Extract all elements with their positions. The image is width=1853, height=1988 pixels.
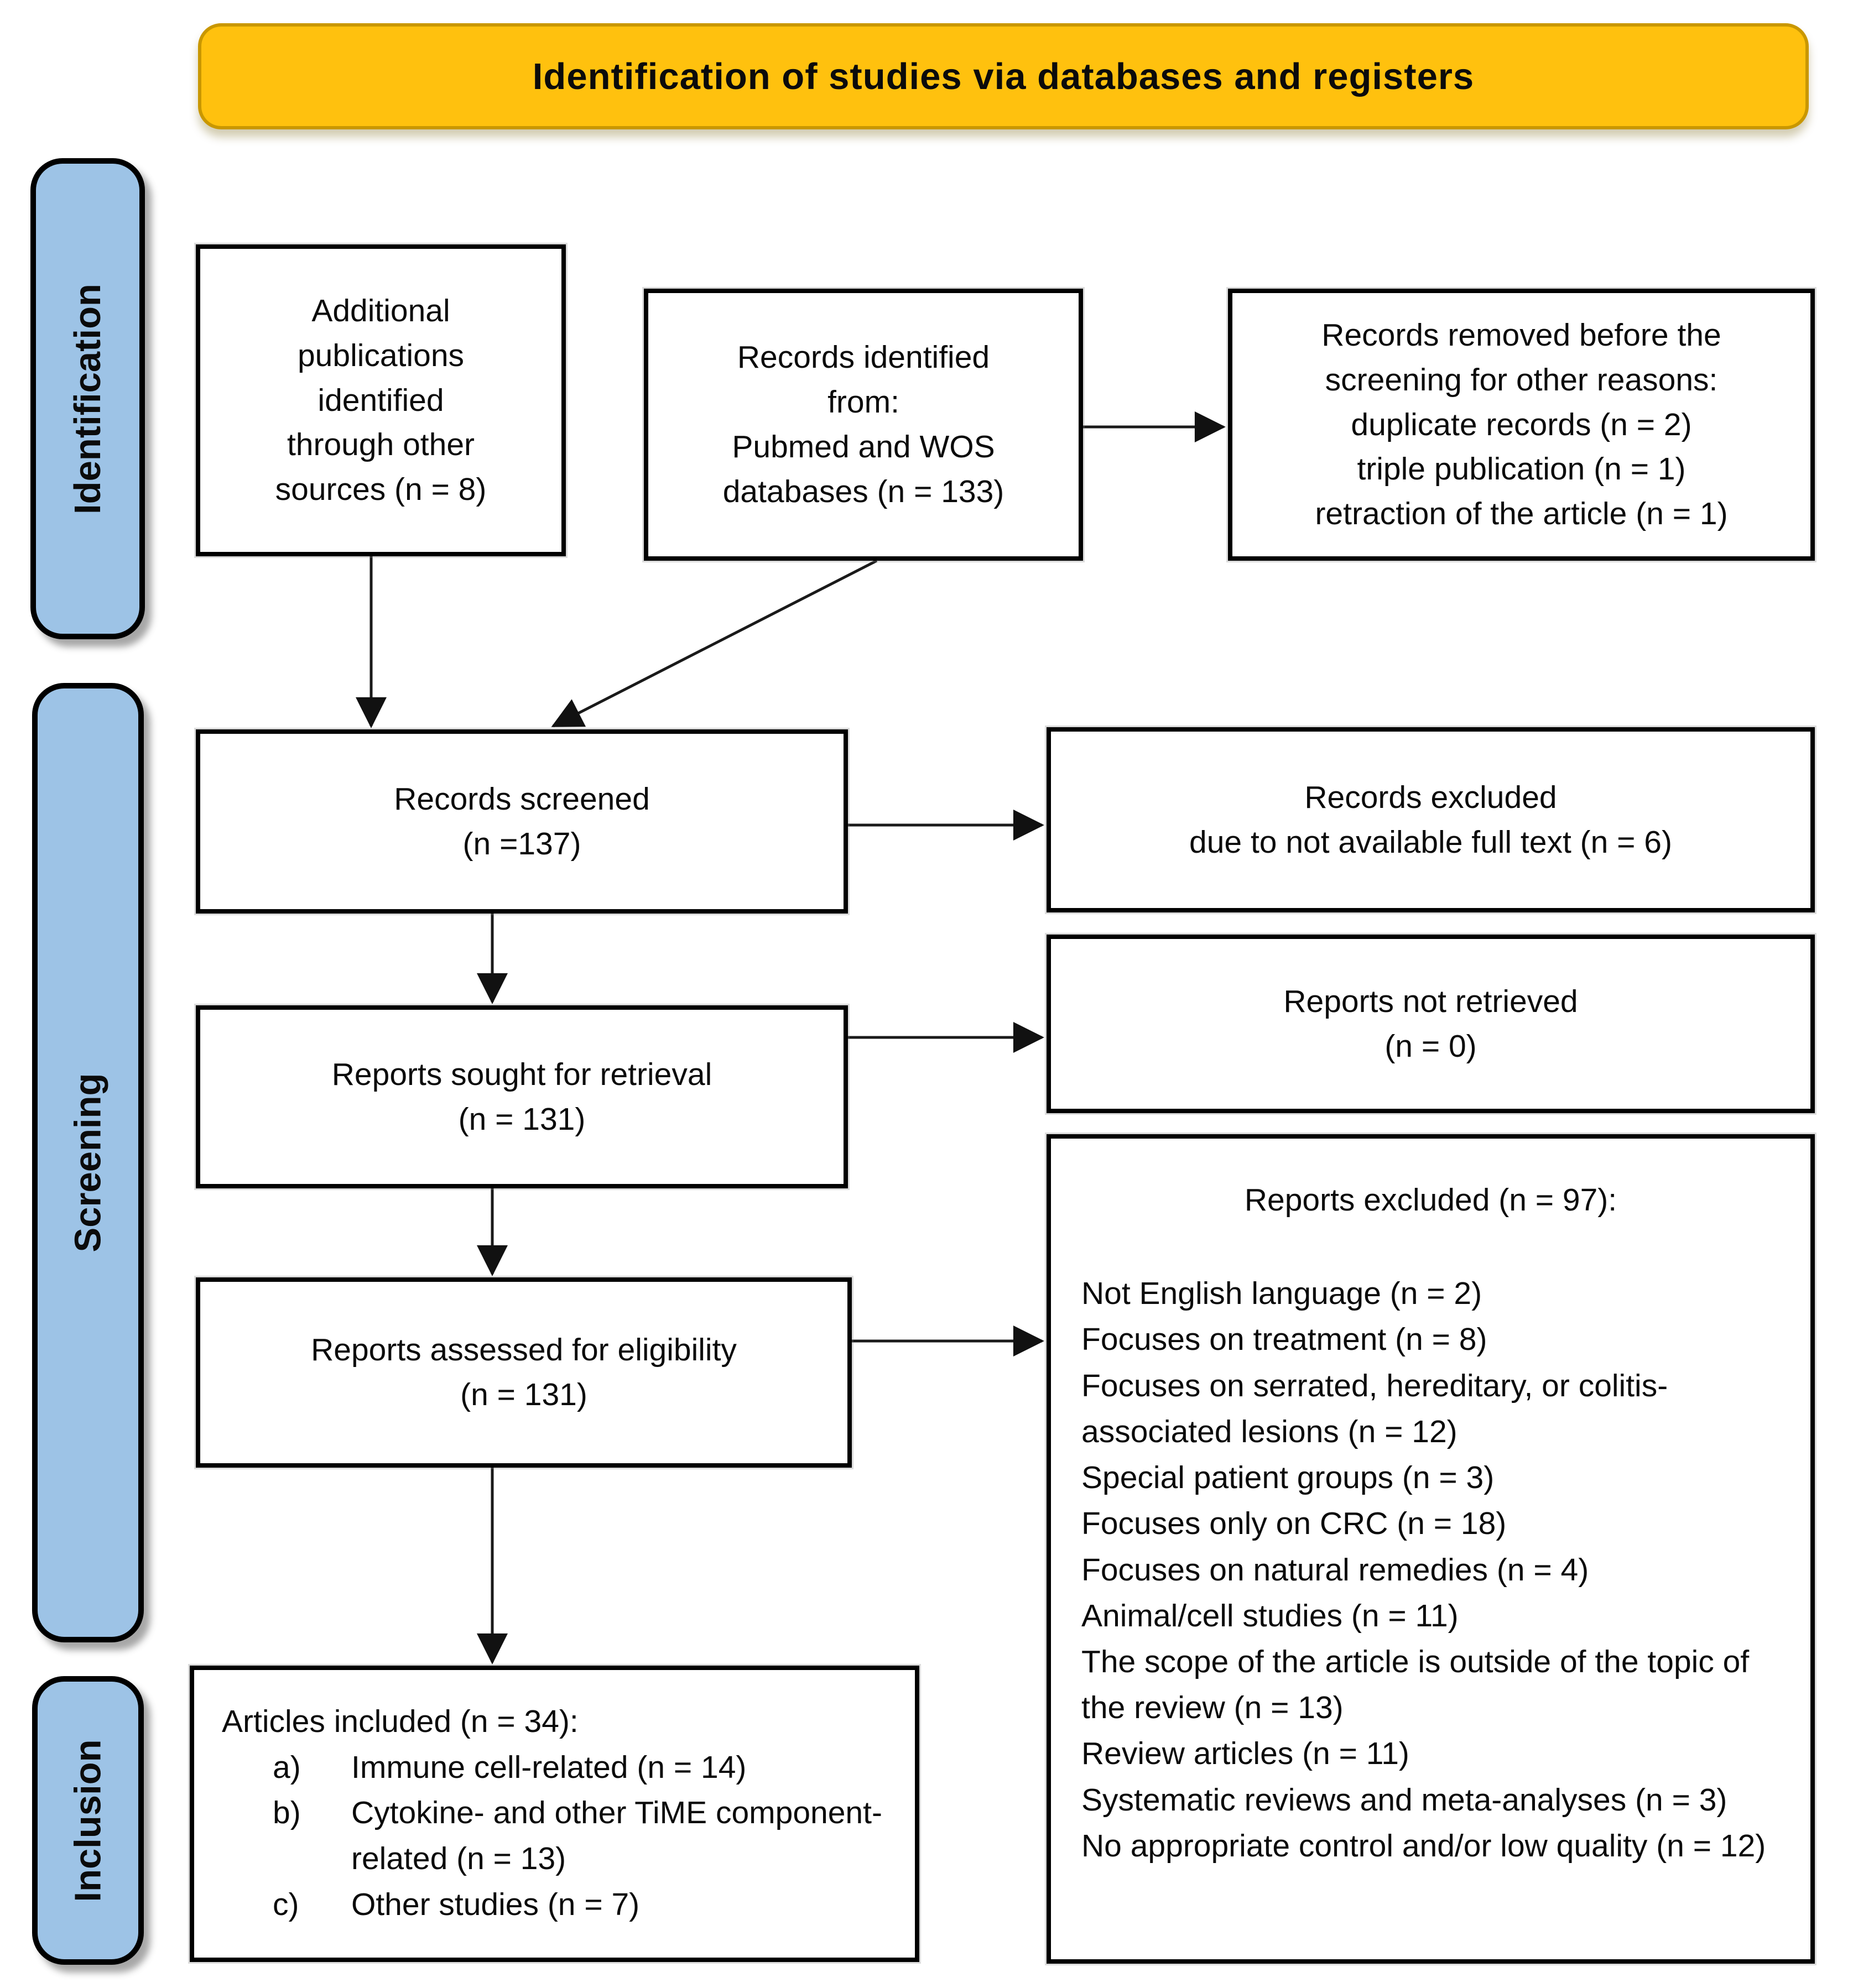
stage-inclusion: Inclusion bbox=[32, 1676, 144, 1965]
included-item-label: c) bbox=[273, 1886, 299, 1922]
box-text-line: through other bbox=[287, 427, 475, 463]
box-text-line: Records excluded bbox=[1304, 779, 1557, 815]
box-text-line: identified bbox=[317, 382, 444, 418]
stage-screening-label: Screening bbox=[67, 1073, 109, 1253]
reports-excluded-heading: Reports excluded (n = 97): bbox=[1244, 1182, 1617, 1218]
exclusion-reason: Review articles (n = 11) bbox=[1081, 1736, 1409, 1772]
box-text-line: Reports not retrieved bbox=[1283, 983, 1578, 1019]
box-text-line: duplicate records (n = 2) bbox=[1351, 406, 1692, 442]
box-records-identified: Records identified from: Pubmed and WOS … bbox=[644, 289, 1083, 561]
box-text-line: (n = 131) bbox=[458, 1101, 586, 1137]
box-text-line: publications bbox=[297, 337, 465, 373]
box-reports-assessed: Reports assessed for eligibility (n = 13… bbox=[196, 1277, 852, 1468]
stage-identification-label: Identification bbox=[67, 283, 109, 514]
box-text-line: retraction of the article (n = 1) bbox=[1315, 496, 1728, 532]
box-text-line: (n =137) bbox=[462, 826, 581, 862]
exclusion-reason: Focuses on serrated, hereditary, or coli… bbox=[1081, 1368, 1668, 1449]
box-records-screened: Records screened (n =137) bbox=[196, 729, 848, 914]
included-item-text: Other studies (n = 7) bbox=[351, 1886, 640, 1922]
exclusion-reason: Focuses on natural remedies (n = 4) bbox=[1081, 1552, 1589, 1588]
box-text-line: due to not available full text (n = 6) bbox=[1189, 824, 1672, 860]
exclusion-reason: No appropriate control and/or low qualit… bbox=[1081, 1828, 1766, 1864]
exclusion-reason: Focuses on treatment (n = 8) bbox=[1081, 1322, 1487, 1358]
box-reports-sought: Reports sought for retrieval (n = 131) bbox=[196, 1005, 848, 1188]
box-text-line: triple publication (n = 1) bbox=[1357, 451, 1686, 487]
included-item-text: Cytokine- and other TiME component-relat… bbox=[351, 1795, 882, 1876]
box-text-line: from: bbox=[827, 384, 899, 420]
title-banner: Identification of studies via databases … bbox=[198, 23, 1809, 129]
box-text-line: (n = 131) bbox=[460, 1377, 587, 1412]
box-reports-excluded-reasons: Reports excluded (n = 97): Not English l… bbox=[1047, 1134, 1815, 1964]
arrow-identified-to-screened bbox=[551, 559, 878, 728]
box-text-line: screening for other reasons: bbox=[1325, 362, 1718, 398]
box-reports-not-retrieved: Reports not retrieved (n = 0) bbox=[1047, 935, 1815, 1113]
included-item-label: b) bbox=[273, 1795, 301, 1831]
box-text-line: Pubmed and WOS bbox=[732, 429, 995, 465]
box-text-line: sources (n = 8) bbox=[275, 472, 487, 508]
box-records-excluded: Records excluded due to not available fu… bbox=[1047, 727, 1815, 912]
exclusion-reason: Special patient groups (n = 3) bbox=[1081, 1460, 1495, 1496]
exclusion-reason: The scope of the article is outside of t… bbox=[1081, 1643, 1750, 1726]
box-records-removed: Records removed before the screening for… bbox=[1228, 289, 1815, 561]
box-articles-included: Articles included (n = 34): a) Immune ce… bbox=[190, 1666, 919, 1962]
included-item-label: a) bbox=[273, 1749, 301, 1785]
box-text-line: Records removed before the bbox=[1321, 317, 1721, 353]
box-text-line: (n = 0) bbox=[1384, 1028, 1477, 1064]
diagram-title: Identification of studies via databases … bbox=[532, 55, 1475, 97]
box-text-line: Records screened bbox=[394, 781, 650, 817]
box-text-line: Additional bbox=[311, 293, 450, 328]
stage-identification: Identification bbox=[30, 158, 145, 639]
included-item-text: Immune cell-related (n = 14) bbox=[351, 1749, 747, 1785]
box-text-line: Reports assessed for eligibility bbox=[311, 1332, 737, 1368]
box-text-line: databases (n = 133) bbox=[722, 473, 1004, 509]
exclusion-reason: Not English language (n = 2) bbox=[1081, 1276, 1482, 1312]
exclusion-reason: Systematic reviews and meta-analyses (n … bbox=[1081, 1782, 1727, 1818]
box-text-line: Records identified bbox=[737, 340, 990, 375]
stage-screening: Screening bbox=[32, 683, 144, 1642]
stage-inclusion-label: Inclusion bbox=[67, 1739, 109, 1902]
included-item: c) Other studies (n = 7) bbox=[222, 1882, 898, 1928]
included-item: a) Immune cell-related (n = 14) bbox=[222, 1745, 898, 1791]
included-item: b) Cytokine- and other TiME component-re… bbox=[222, 1790, 898, 1881]
exclusion-reason: Animal/cell studies (n = 11) bbox=[1081, 1598, 1459, 1634]
exclusion-reason: Focuses only on CRC (n = 18) bbox=[1081, 1506, 1507, 1542]
box-additional-publications: Additional publications identified throu… bbox=[196, 244, 566, 556]
articles-included-heading: Articles included (n = 34): bbox=[222, 1704, 579, 1739]
box-text-line: Reports sought for retrieval bbox=[331, 1056, 712, 1092]
